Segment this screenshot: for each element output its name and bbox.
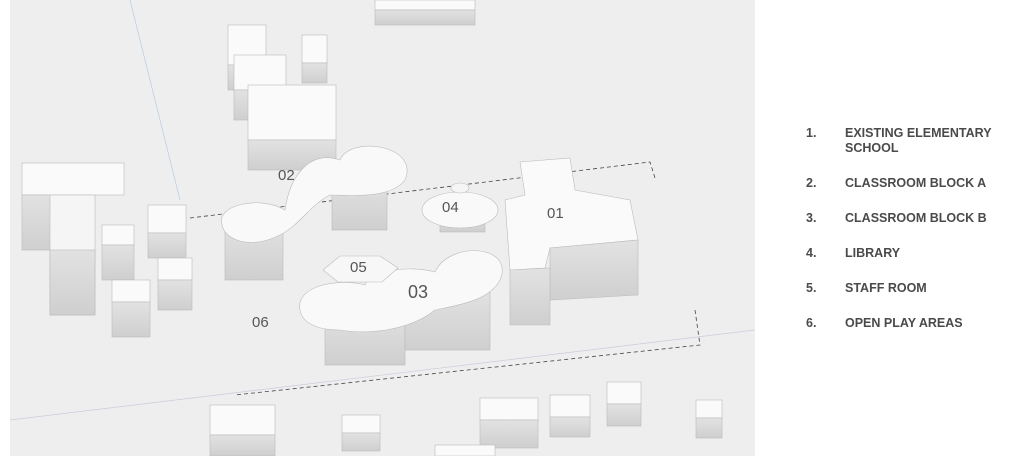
building-04-library [421,182,499,233]
building-02-classroom-block-a [221,145,408,281]
label-04: 04 [442,199,459,216]
building-03-classroom-block-b [299,250,503,366]
massing-render: 02 04 01 05 03 06 [10,0,755,456]
label-03: 03 [408,282,428,302]
legend-number: 4. [806,246,817,260]
building-05-staff-room [322,255,399,283]
road-line [10,329,755,421]
legend-text: EXISTING ELEMENTARY SCHOOL [845,126,992,155]
legend-number: 2. [806,176,817,190]
context-buildings [21,0,723,456]
legend-text: CLASSROOM BLOCK B [845,211,987,225]
building-01-existing-school [504,157,639,326]
label-05: 05 [350,259,367,276]
legend-item: 1. EXISTING ELEMENTARY SCHOOL [806,126,1024,156]
legend-number: 5. [806,281,817,295]
legend-item: 3. CLASSROOM BLOCK B [806,211,1024,226]
legend-number: 6. [806,316,817,330]
legend-number: 1. [806,126,817,140]
label-01: 01 [547,205,564,222]
legend-item: 2. CLASSROOM BLOCK A [806,176,1024,191]
legend-number: 3. [806,211,817,225]
legend-text: CLASSROOM BLOCK A [845,176,987,190]
legend: 1. EXISTING ELEMENTARY SCHOOL 2. CLASSROOM… [806,126,1024,351]
legend-item: 6. OPEN PLAY AREAS [806,316,1024,331]
road-line [129,0,181,201]
label-02: 02 [278,167,295,184]
legend-item: 5. STAFF ROOM [806,281,1024,296]
label-06: 06 [252,314,269,331]
legend-text: OPEN PLAY AREAS [845,316,963,330]
legend-item: 4. LIBRARY [806,246,1024,261]
legend-text: LIBRARY [845,246,901,260]
legend-text: STAFF ROOM [845,281,927,295]
site-model: 02 04 01 05 03 06 [10,0,755,456]
